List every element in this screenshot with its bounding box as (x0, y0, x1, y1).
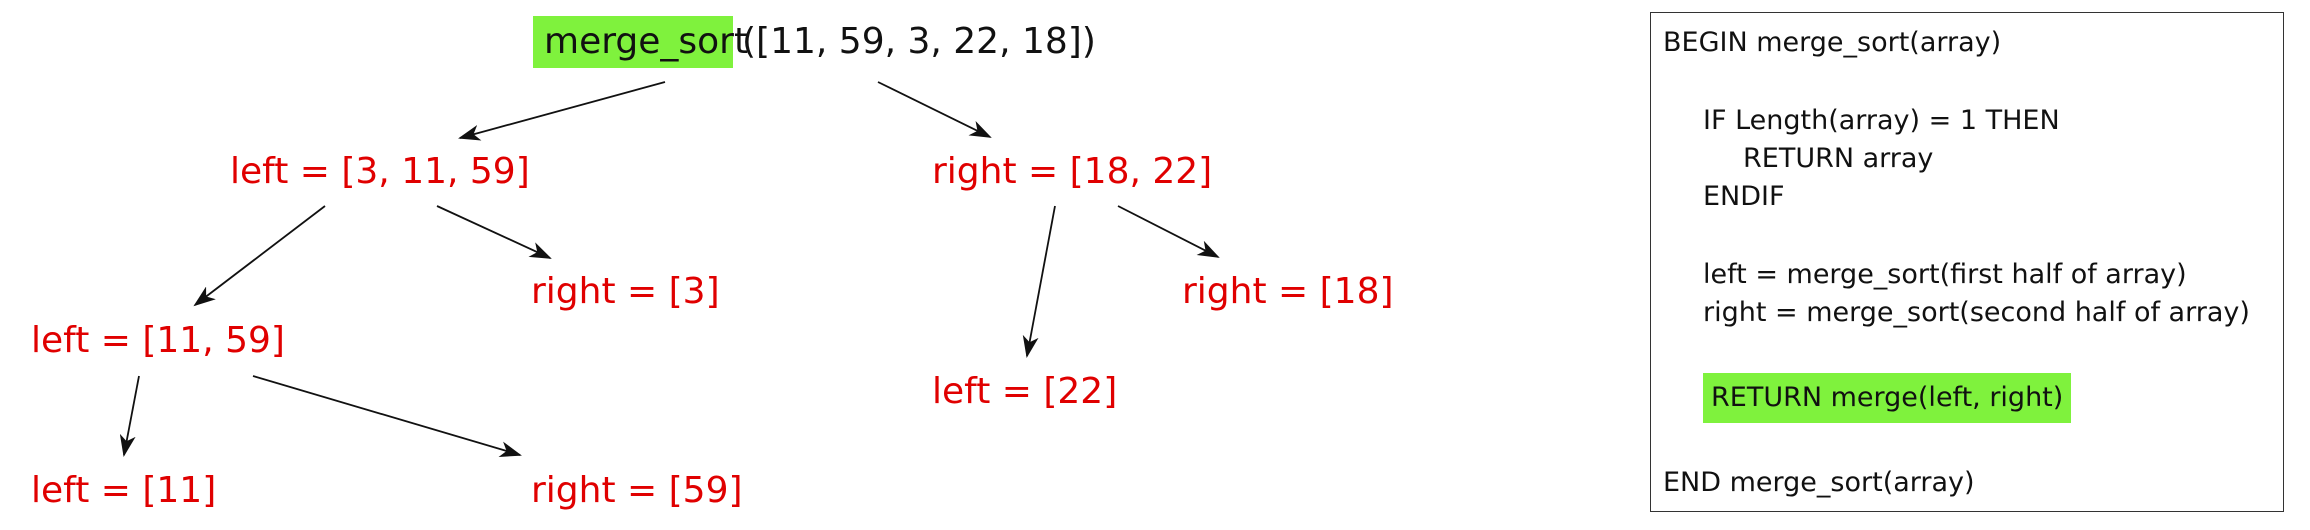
root-call-args: ([11, 59, 3, 22, 18]) (742, 21, 1096, 62)
root-call-highlight (533, 16, 733, 68)
node-right-level2: right = [3] (531, 271, 720, 312)
edge-root-to-left (458, 81, 666, 141)
root-call-name: merge_sort (544, 21, 748, 62)
node-right-level2-right-branch: right = [18] (1182, 271, 1394, 312)
code-line-if: IF Length(array) = 1 THEN (1703, 105, 2060, 136)
edge-left2-to-left3 (119, 375, 140, 457)
code-line-end: END merge_sort(array) (1663, 467, 1975, 498)
node-right-level3: right = [59] (531, 470, 743, 511)
code-line-right-assign: right = merge_sort(second half of array) (1703, 297, 2250, 328)
edge-root-to-right (877, 81, 992, 138)
edge-left2-to-right3 (252, 375, 522, 457)
node-right-level1: right = [18, 22] (932, 151, 1212, 192)
edge-left1-to-right2 (436, 205, 552, 259)
node-left-level2-right-branch: left = [22] (932, 371, 1117, 412)
edge-right1-to-right4 (1117, 205, 1220, 258)
edge-right1-to-left4 (1022, 205, 1056, 358)
code-line-endif: ENDIF (1703, 181, 1785, 212)
node-left-level3: left = [11] (31, 470, 216, 511)
code-line-left-assign: left = merge_sort(first half of array) (1703, 259, 2187, 290)
node-left-level1: left = [3, 11, 59] (230, 151, 530, 192)
edge-left1-to-left2 (193, 205, 326, 307)
code-line-begin: BEGIN merge_sort(array) (1663, 27, 2002, 58)
code-line-return-merge: RETURN merge(left, right) (1703, 373, 2072, 423)
node-left-level2: left = [11, 59] (31, 320, 285, 361)
pseudocode-panel: BEGIN merge_sort(array) IF Length(array)… (1650, 12, 2284, 512)
code-line-return-array: RETURN array (1743, 143, 1934, 174)
